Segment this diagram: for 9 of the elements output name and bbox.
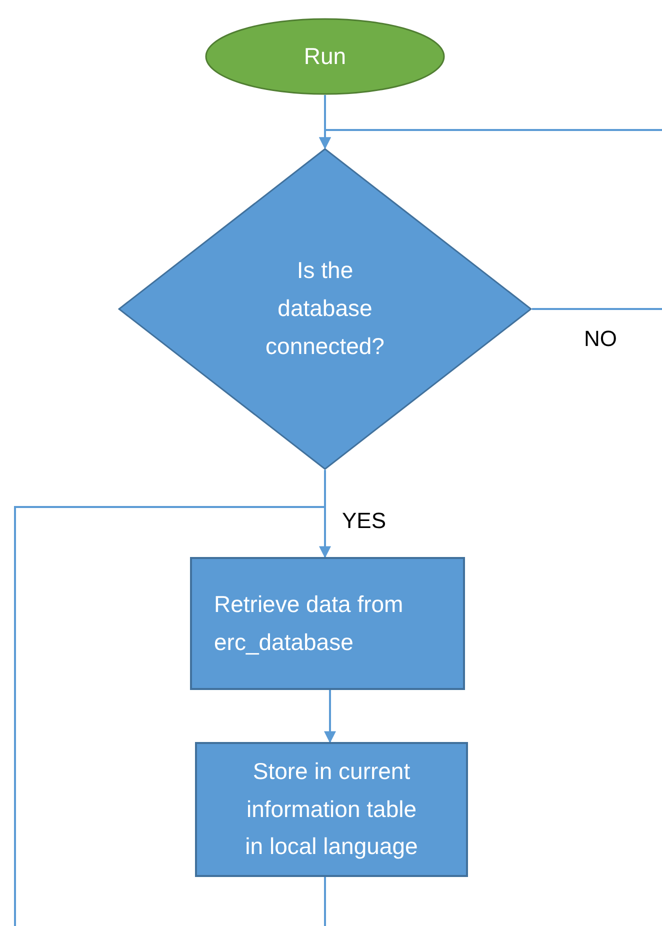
connector-arrow bbox=[324, 690, 336, 744]
process-box bbox=[195, 742, 468, 877]
process-box bbox=[190, 557, 465, 690]
node-text: Is the database connected? bbox=[264, 256, 386, 361]
node-text: Run bbox=[304, 42, 346, 71]
node-text: Store in current information table in local language bbox=[244, 756, 419, 862]
connector-arrow bbox=[319, 129, 662, 150]
node-text: Retrieve data from erc_database bbox=[214, 590, 404, 656]
connector-arrow bbox=[319, 470, 331, 558]
